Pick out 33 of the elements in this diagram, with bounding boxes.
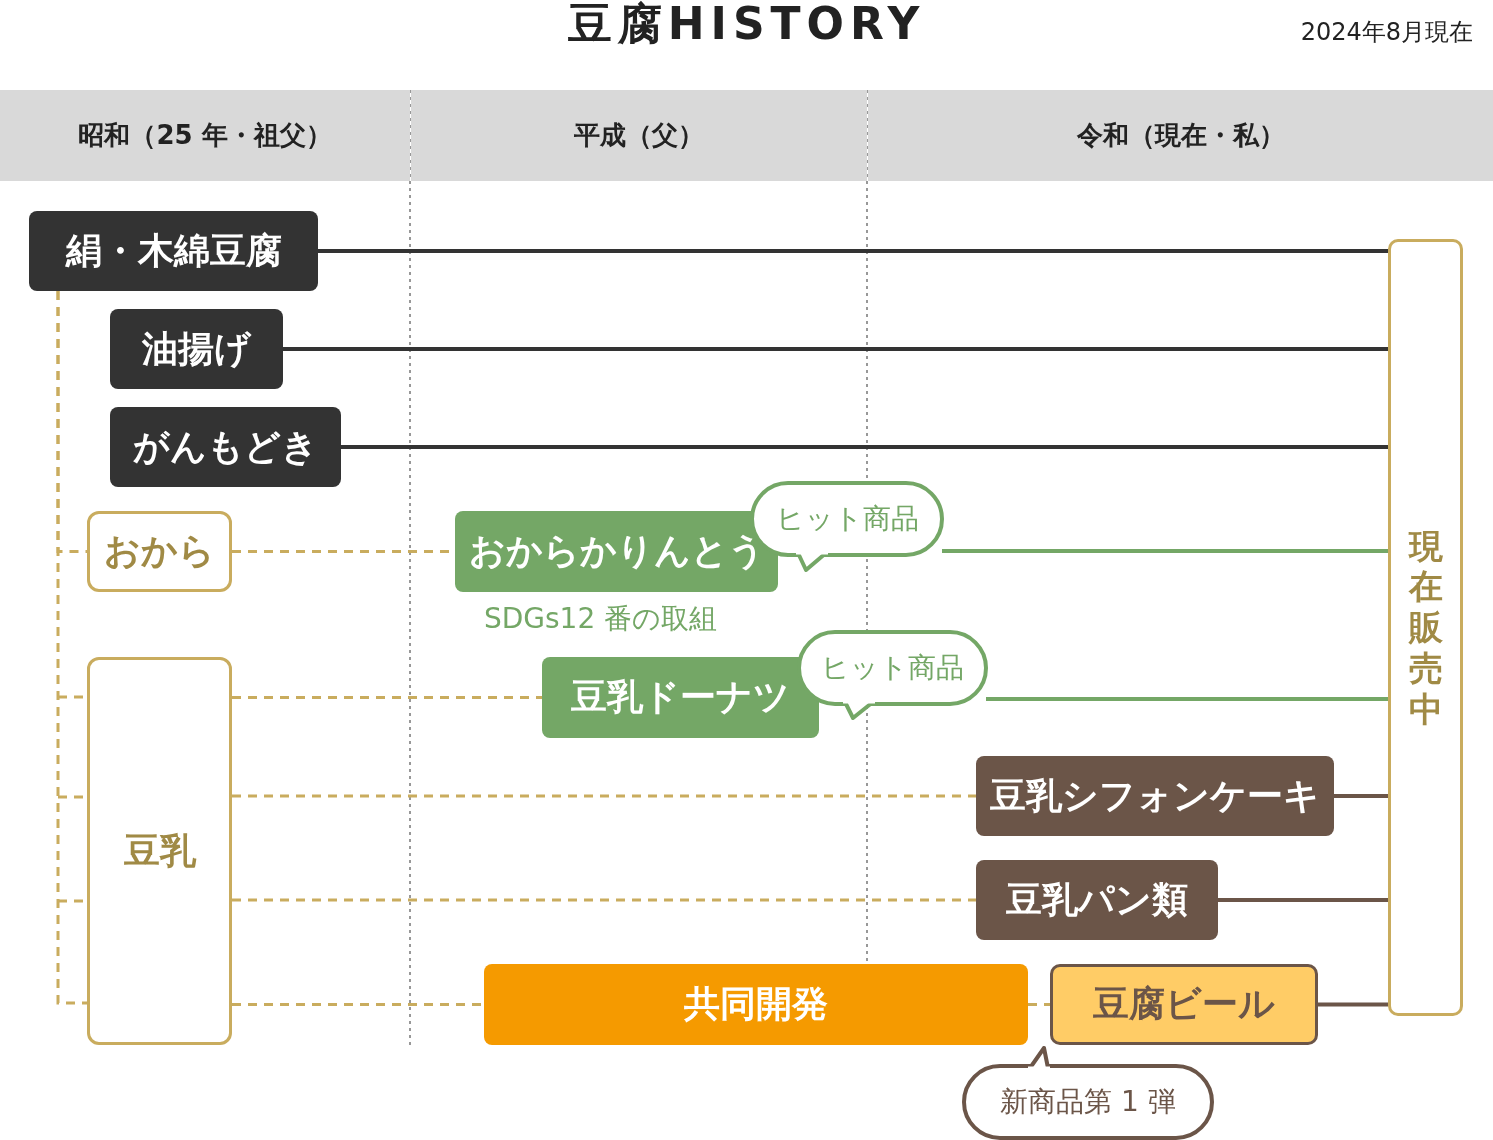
timeline-line: [341, 445, 1388, 449]
product-box: がんもどき: [110, 407, 341, 487]
vertical-label: 現在販売中: [1407, 525, 1444, 730]
product-box: 豆腐ビール: [1050, 964, 1318, 1045]
title: 豆腐HISTORY: [567, 0, 926, 48]
timeline-line: [986, 697, 1388, 701]
dashed-connector: [56, 289, 89, 1005]
collaboration-box: 共同開発: [484, 964, 1028, 1045]
ingredient-box: おから: [87, 511, 232, 592]
timeline-line: [1218, 898, 1388, 902]
dashed-connector: [232, 1003, 484, 1006]
timeline-line: [283, 347, 1388, 351]
ingredient-box: 豆乳: [87, 657, 232, 1045]
dashed-connector: [232, 898, 976, 902]
dashed-connector: [232, 696, 542, 699]
product-box: おからかりんとう: [455, 511, 778, 592]
on-sale-box: [1388, 239, 1463, 1016]
timeline-line: [318, 249, 1388, 253]
column-header: 平成（父）: [411, 90, 867, 181]
column-header: 昭和（25 年・祖父）: [0, 90, 410, 181]
timeline-line: [1334, 794, 1388, 798]
product-box: 油揚げ: [110, 309, 283, 389]
timeline-line: [1318, 1002, 1388, 1007]
product-box: 豆乳ドーナツ: [542, 657, 819, 738]
column-header: 令和（現在・私）: [868, 90, 1493, 181]
caption-text: SDGs12 番の取組: [484, 601, 718, 637]
dashed-connector: [1028, 1003, 1050, 1006]
product-box: 豆乳パン類: [976, 860, 1218, 940]
dashed-connector: [232, 794, 976, 798]
timeline-line: [942, 549, 1388, 553]
product-box: 豆乳シフォンケーキ: [976, 756, 1334, 836]
product-box: 絹・木綿豆腐: [29, 211, 318, 291]
date-note: 2024年8月現在: [1300, 17, 1473, 48]
